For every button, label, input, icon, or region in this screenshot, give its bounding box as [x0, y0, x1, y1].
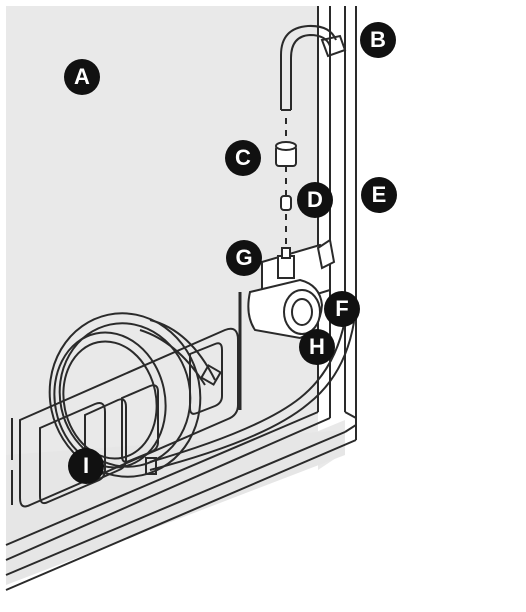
- coiled-water-line: [48, 312, 222, 478]
- callout-a-label: A: [74, 64, 90, 89]
- callout-f-label: F: [335, 296, 349, 321]
- callout-e-label: E: [371, 182, 387, 207]
- callout-h: H: [299, 329, 335, 365]
- callout-g: G: [226, 240, 262, 276]
- water-valve: [247, 238, 336, 340]
- callout-f: F: [324, 291, 360, 327]
- callout-c: C: [225, 140, 261, 176]
- callout-d: D: [297, 182, 333, 218]
- callout-i: I: [68, 448, 104, 484]
- callout-i-label: I: [82, 453, 90, 478]
- callout-b-label: B: [370, 27, 386, 52]
- ferrule: [280, 195, 292, 211]
- callout-a: A: [64, 59, 100, 95]
- callout-h-label: H: [309, 334, 325, 359]
- cabinet-frame: [5, 6, 357, 591]
- vent-grille: [11, 292, 242, 508]
- compression-nut: [275, 141, 297, 167]
- callout-d-label: D: [307, 187, 323, 212]
- callout-c-label: C: [235, 145, 251, 170]
- panel-upper-fill: [6, 6, 318, 461]
- callout-g-label: G: [235, 245, 253, 270]
- callout-b: B: [360, 22, 396, 58]
- callout-e: E: [361, 177, 397, 213]
- water-tube-b: [280, 24, 347, 260]
- supply-tube: [145, 319, 355, 475]
